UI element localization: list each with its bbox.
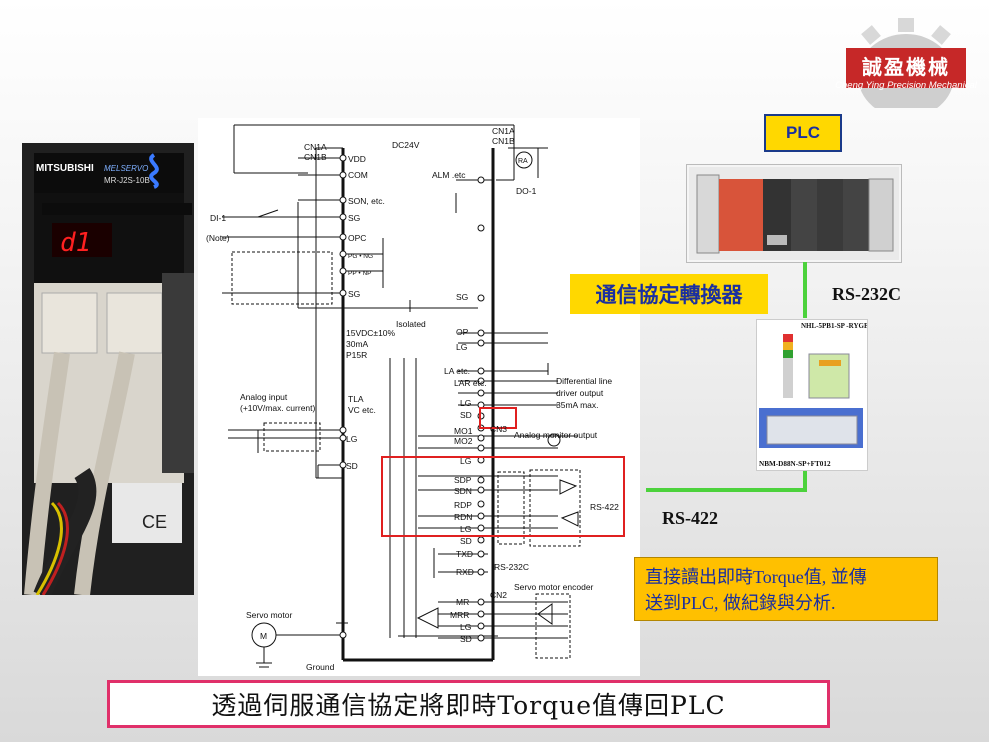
device-bottom-label: NBM-D88N-SP+FT012 bbox=[759, 460, 831, 468]
gear-logo-icon bbox=[846, 18, 966, 108]
lbl-analog-in1: Analog input bbox=[240, 392, 288, 402]
lbl-sd-1: SD bbox=[460, 410, 472, 420]
lbl-di1: DI-1 bbox=[210, 213, 226, 223]
lbl-analog-in2: (+10V/max. current) bbox=[240, 403, 316, 413]
rs422-link-horizontal bbox=[646, 488, 807, 492]
note-box: 直接讀出即時Torque值, 並傳 送到PLC, 做紀錄與分析. bbox=[634, 557, 938, 621]
logo-english-name: Cheng Ying Precision Mechanical bbox=[835, 80, 977, 91]
lbl-rdp: RDP bbox=[454, 500, 472, 510]
lbl-note: (Note) bbox=[206, 233, 230, 243]
lbl-dc24v: DC24V bbox=[392, 140, 420, 150]
lbl-30ma: 30mA bbox=[346, 339, 369, 349]
svg-text:CE: CE bbox=[142, 512, 167, 532]
lbl-sg-2: SG bbox=[348, 289, 360, 299]
lbl-mo1: MO1 bbox=[454, 426, 473, 436]
lbl-sd-3: SD bbox=[460, 536, 472, 546]
converter-devices-image: NHL-5PB1-SP -RYGBC+FT011 NBM-D88N-SP+FT0… bbox=[756, 319, 897, 471]
lbl-isolated: Isolated bbox=[396, 319, 426, 329]
company-logo: 誠盈機械 Cheng Ying Precision Mechanical bbox=[826, 18, 986, 108]
photo-brand: MITSUBISHI bbox=[36, 163, 94, 174]
servo-wiring-schematic: CN1A CN1B DC24V CN1A CN1B VDD COM SON, e… bbox=[198, 118, 640, 676]
lbl-sg-1: SG bbox=[348, 213, 360, 223]
lbl-rdn: RDN bbox=[454, 512, 472, 522]
cn3-highlight-box bbox=[479, 407, 517, 429]
lbl-diff2: driver output bbox=[556, 388, 604, 398]
lbl-lg-2: LG bbox=[460, 398, 471, 408]
lbl-alm: ALM .etc bbox=[432, 170, 466, 180]
lbl-cn3: CN3 bbox=[490, 424, 507, 434]
lbl-vc-etc: VC etc. bbox=[348, 405, 376, 415]
photo-series: MELSERVO bbox=[104, 164, 148, 173]
lbl-sdp: SDP bbox=[454, 475, 472, 485]
lbl-opc: OPC bbox=[348, 233, 366, 243]
lbl-lg-3: LG bbox=[346, 434, 357, 444]
converter-label: 通信協定轉換器 bbox=[570, 274, 768, 314]
photo-model: MR-J2S-10B bbox=[104, 176, 150, 185]
lbl-do1: DO-1 bbox=[516, 186, 537, 196]
lbl-mr: MR bbox=[456, 597, 469, 607]
lbl-sg-3: SG bbox=[456, 292, 468, 302]
lbl-ra: RA bbox=[518, 158, 528, 165]
rs232c-link-line bbox=[803, 262, 807, 318]
lbl-diff3: 35mA max. bbox=[556, 400, 599, 410]
lbl-pp-np: PP • NP bbox=[348, 270, 371, 277]
note-line-1: 直接讀出即時Torque值, 並傳 bbox=[645, 567, 867, 587]
lbl-lar-etc: LAR etc. bbox=[454, 378, 487, 388]
lbl-op: OP bbox=[456, 327, 469, 337]
lbl-pg-ng: PG • NG bbox=[348, 253, 373, 260]
photo-led-display: d1 bbox=[60, 228, 91, 258]
lbl-cn2: CN2 bbox=[490, 590, 507, 600]
lbl-diff1: Differential line bbox=[556, 376, 612, 386]
lbl-cn1b-left: CN1B bbox=[304, 152, 327, 162]
device-top-label: NHL-5PB1-SP -RYGBC+FT011 bbox=[801, 322, 867, 330]
lbl-rs232c-schem: RS-232C bbox=[494, 562, 529, 572]
lbl-motor-m: M bbox=[260, 631, 267, 641]
lbl-sd-2: SD bbox=[346, 461, 358, 471]
lbl-cn1b-right: CN1B bbox=[492, 136, 515, 146]
lbl-com: COM bbox=[348, 170, 368, 180]
lbl-encoder: Servo motor encoder bbox=[514, 582, 594, 592]
lbl-mrr: MRR bbox=[450, 610, 469, 620]
slide-caption: 透過伺服通信協定將即時Torque值傳回PLC bbox=[107, 680, 830, 728]
lbl-cn1a-right: CN1A bbox=[492, 126, 515, 136]
lbl-la-etc: LA etc. bbox=[444, 366, 470, 376]
lbl-rxd: RXD bbox=[456, 567, 474, 577]
plc-hardware-image bbox=[686, 164, 902, 263]
lbl-son: SON, etc. bbox=[348, 196, 385, 206]
note-line-2: 送到PLC, 做紀錄與分析. bbox=[645, 593, 836, 613]
lbl-txd: TXD bbox=[456, 549, 473, 559]
rs232c-label: RS-232C bbox=[832, 284, 902, 304]
lbl-lg-5: LG bbox=[460, 524, 471, 534]
rs422-highlight-box bbox=[381, 456, 625, 537]
servo-drive-photo: CE MITSUBISHI MELSERVO MR-J2S-10B d1 bbox=[22, 143, 194, 595]
lbl-cn1a-left: CN1A bbox=[304, 142, 327, 152]
lbl-vdd: VDD bbox=[348, 154, 366, 164]
lbl-mo2: MO2 bbox=[454, 436, 473, 446]
rs422-link-vertical bbox=[803, 470, 807, 492]
lbl-lg-1: LG bbox=[456, 342, 467, 352]
rs422-label: RS-422 bbox=[662, 508, 719, 528]
lbl-p15r: P15R bbox=[346, 350, 367, 360]
lbl-vdc: 15VDC±10% bbox=[346, 328, 396, 338]
lbl-analog-out: Analog monitor output bbox=[514, 430, 598, 440]
lbl-sd-4: SD bbox=[460, 634, 472, 644]
lbl-lg-6: LG bbox=[460, 622, 471, 632]
logo-chinese-name: 誠盈機械 bbox=[862, 55, 950, 79]
plc-label: PLC bbox=[764, 114, 842, 152]
lbl-lg-4: LG bbox=[460, 456, 471, 466]
lbl-servo-motor: Servo motor bbox=[246, 610, 292, 620]
lbl-rs422-schem: RS-422 bbox=[590, 502, 619, 512]
lbl-tla: TLA bbox=[348, 394, 364, 404]
lbl-sdn: SDN bbox=[454, 486, 472, 496]
lbl-ground: Ground bbox=[306, 662, 335, 672]
